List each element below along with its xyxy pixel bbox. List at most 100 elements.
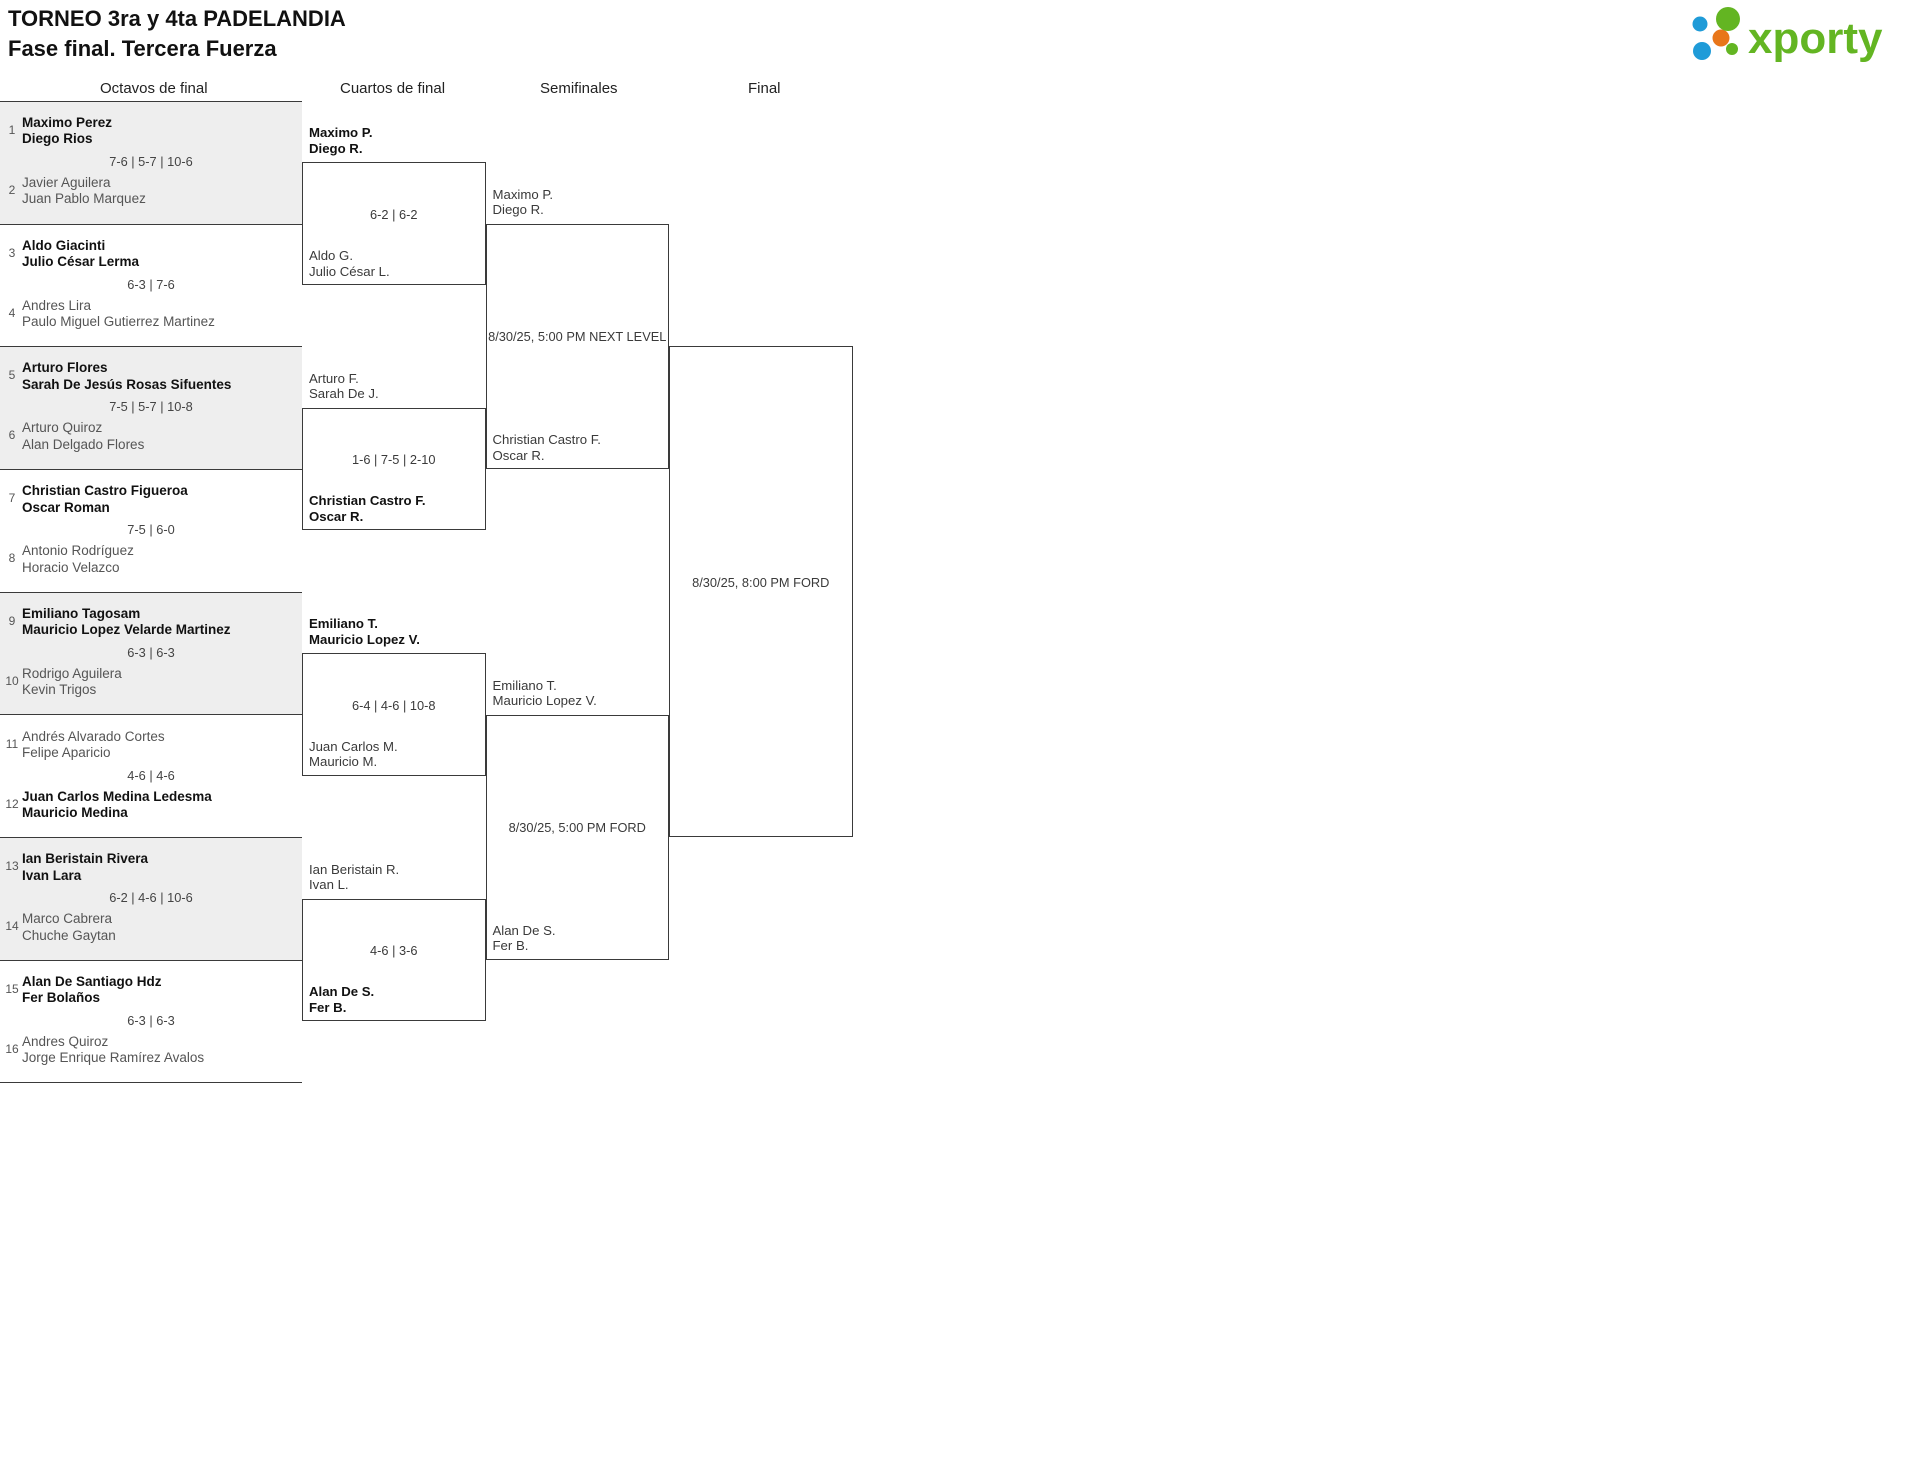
player-name-2: Diego Rios — [22, 131, 93, 147]
round2-match-box[interactable] — [302, 162, 486, 286]
player-name-1: Emiliano T. — [309, 616, 378, 632]
round3-match-box[interactable] — [485, 714, 669, 960]
round3-match-box[interactable] — [485, 223, 669, 470]
team-names: Maximo P.Diego R. — [309, 125, 373, 156]
round-header-octavos: Octavos de final — [100, 80, 208, 97]
player-name-1: Andrés Alvarado Cortes — [22, 728, 165, 744]
match-score: 1-6 | 7-5 | 2-10 — [352, 452, 436, 468]
player-name-1: Christian Castro F. — [309, 493, 426, 509]
seed-number: 16 — [5, 1041, 19, 1056]
match-score: 6-4 | 4-6 | 10-8 — [352, 697, 436, 713]
logo-wordmark: xporty — [1748, 14, 1883, 63]
player-name-1: Maximo P. — [309, 125, 373, 141]
match-score: 4-6 | 4-6 — [127, 767, 175, 783]
match-score: 6-2 | 4-6 | 10-6 — [109, 890, 193, 906]
seed-number: 4 — [8, 305, 16, 320]
round2-match-box[interactable] — [302, 653, 486, 776]
match-score: 8/30/25, 8:00 PM FORD — [692, 574, 830, 590]
player-name-2: Diego R. — [492, 202, 544, 218]
player-name-1: Emiliano T. — [492, 677, 557, 693]
seed-number: 1 — [8, 123, 16, 137]
team-names: Emiliano T.Mauricio Lopez V. — [309, 616, 420, 647]
player-name-1: Ian Beristain Rivera — [22, 851, 149, 867]
player-name-1: Maximo Perez — [22, 115, 113, 130]
xporty-logo[interactable]: xporty — [1676, 6, 1906, 64]
round2-match-box[interactable] — [302, 898, 486, 1022]
player-name-2: Kevin Trigos — [22, 682, 97, 698]
player-name-2: Horacio Velazco — [22, 559, 120, 575]
player-name-2: Mauricio M. — [309, 754, 378, 770]
seed-number: 6 — [8, 428, 16, 443]
player-name-2: Ivan L. — [309, 877, 349, 893]
tournament-title-line1: TORNEO 3ra y 4ta PADELANDIA — [8, 6, 346, 31]
logo-dot-blue-bottom — [1693, 42, 1711, 60]
player-name-1: Emiliano Tagosam — [22, 605, 141, 621]
player-name-2: Juan Pablo Marquez — [22, 191, 146, 207]
player-name-1: Christian Castro Figueroa — [22, 483, 188, 499]
team-names: Aldo G.Julio César L. — [309, 248, 390, 279]
player-name-2: Fer B. — [309, 999, 347, 1015]
logo-dot-green-big — [1716, 7, 1740, 31]
round4-match-box[interactable] — [669, 346, 853, 838]
player-name-2: Diego R. — [309, 140, 363, 156]
player-name-1: Aldo G. — [309, 248, 353, 264]
match-score: 8/30/25, 5:00 PM NEXT LEVEL — [488, 329, 667, 345]
round-header-semifinales: Semifinales — [540, 80, 618, 97]
seed-number: 11 — [5, 736, 19, 751]
player-name-1: Arturo Flores — [22, 360, 108, 376]
player-name-1: Maximo P. — [492, 186, 554, 202]
player-name-2: Paulo Miguel Gutierrez Martinez — [22, 314, 215, 330]
player-name-2: Jorge Enrique Ramírez Avalos — [22, 1050, 205, 1066]
player-name-1: Juan Carlos Medina Ledesma — [22, 788, 212, 804]
round2-match-box[interactable] — [302, 407, 486, 531]
player-name-2: Mauricio Medina — [22, 804, 128, 820]
player-name-2: Julio César L. — [309, 263, 390, 279]
player-name-1: Alan De S. — [492, 922, 556, 938]
player-name-2: Felipe Aparicio — [22, 744, 111, 760]
player-name-1: Juan Carlos M. — [309, 738, 398, 754]
seed-number: 3 — [8, 245, 16, 260]
team-names: Maximo P.Diego R. — [493, 187, 554, 218]
team-names: Arturo F.Sarah De J. — [309, 371, 379, 402]
seed-number: 7 — [8, 491, 16, 506]
team-names: Christian Castro F.Oscar R. — [493, 432, 601, 463]
player-name-1: Andres Quiroz — [22, 1033, 109, 1049]
seed-number: 5 — [8, 368, 16, 383]
player-name-1: Rodrigo Aguilera — [22, 665, 122, 681]
player-name-1: Antonio Rodríguez — [22, 543, 134, 559]
round-header-cuartos: Cuartos de final — [340, 80, 446, 97]
player-name-1: Andres Lira — [22, 297, 92, 313]
player-name-1: Christian Castro F. — [492, 432, 601, 448]
match-score: 6-3 | 7-6 — [127, 276, 175, 292]
player-name-2: Alan Delgado Flores — [22, 436, 145, 452]
